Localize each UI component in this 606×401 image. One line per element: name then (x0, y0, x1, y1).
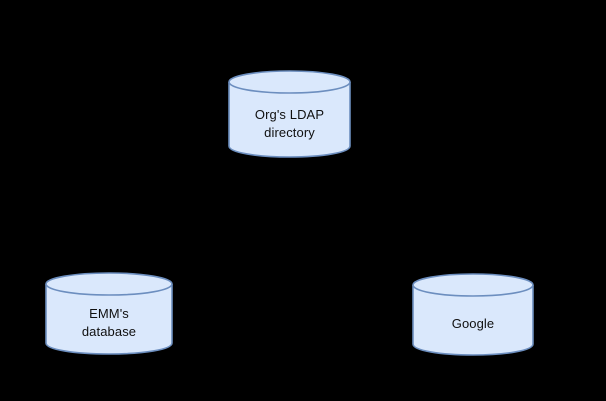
node-google[interactable]: Google (412, 273, 534, 356)
database-cylinder-icon (228, 70, 351, 158)
database-cylinder-icon (45, 272, 173, 355)
node-orgs-ldap-directory[interactable]: Org's LDAP directory (228, 70, 351, 158)
node-emms-database[interactable]: EMM's database (45, 272, 173, 355)
database-cylinder-icon (412, 273, 534, 356)
